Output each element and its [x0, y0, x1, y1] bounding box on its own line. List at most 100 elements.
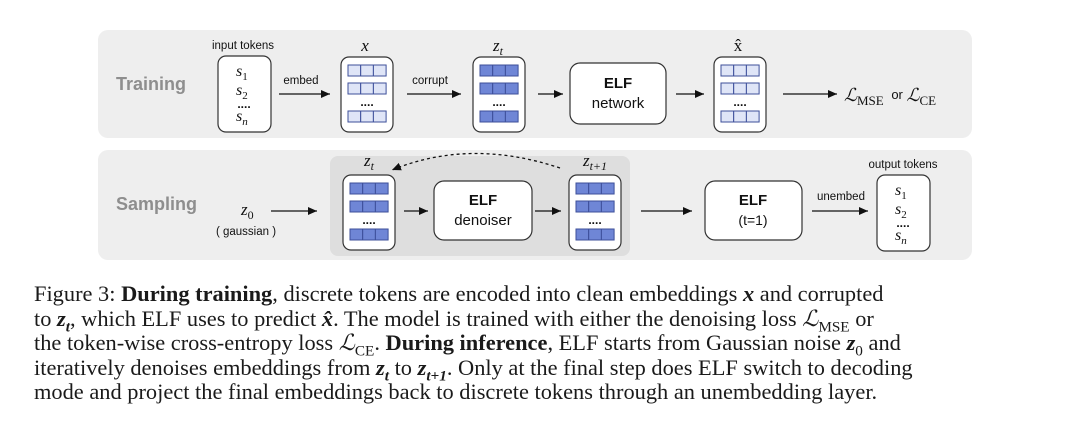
elf-network-title: ELF [604, 75, 632, 92]
loop-back-arrow [391, 152, 561, 171]
embedding-cell [349, 200, 364, 213]
embedding-cell [575, 200, 590, 213]
caption-line-1: Figure 3: During training, discrete toke… [34, 281, 1054, 307]
caption-var-x: x [742, 281, 755, 306]
embedding-cell [745, 82, 760, 95]
embedding-cell [745, 64, 760, 77]
input-token-ellipsis: .... [237, 97, 250, 111]
embedding-ellipsis: .... [362, 213, 375, 227]
caption-text: or [855, 305, 874, 331]
embedding-cell [600, 228, 615, 241]
caption-figure-label: Figure 3: [34, 281, 116, 306]
embedding-cell [492, 110, 506, 123]
caption-sub: t [384, 367, 389, 385]
embedding-cell [600, 182, 615, 195]
z0-note: ( gaussian ) [216, 226, 276, 238]
unembed-label: unembed [817, 191, 865, 203]
embedding-cell [733, 110, 747, 123]
caption-var-xhat: x̂ [321, 305, 334, 331]
x-label: x [360, 36, 369, 55]
embedding-cell [720, 64, 735, 77]
sampling-zt-stack: .... [342, 174, 396, 251]
caption-text: . Only at the final step does ELF switch… [446, 354, 913, 380]
embedding-cell [362, 228, 376, 241]
caption-inference-heading: During inference [385, 330, 548, 356]
embedding-cell [600, 200, 615, 213]
sampling-row-label: Sampling [116, 194, 197, 214]
elf-denoiser-title: ELF [469, 192, 497, 209]
embedding-cell [349, 228, 364, 241]
embedding-cell [504, 110, 519, 123]
embedding-cell [588, 182, 602, 195]
embedding-cell [733, 64, 747, 77]
caption-var-zt: z [417, 354, 427, 380]
embedding-cell [733, 82, 747, 95]
embedding-cell [347, 82, 362, 95]
embedding-cell [349, 182, 364, 195]
caption-var-z0: z [846, 330, 856, 356]
embedding-cell [479, 64, 494, 77]
caption-var-zt: z [376, 354, 385, 380]
caption-text: and [868, 330, 901, 356]
caption-sub: t+1 [426, 367, 447, 385]
caption-var-zt: z [57, 305, 66, 331]
loss-label: ℒMSE or ℒCE [844, 85, 936, 108]
caption-text: . The model is trained with either the d… [333, 305, 797, 331]
output-tokens-box [876, 174, 931, 252]
embedding-cell [347, 110, 362, 123]
caption-text: , which ELF uses to predict [69, 305, 317, 331]
x-embedding-stack: .... [340, 56, 394, 133]
embedding-ellipsis: .... [588, 213, 601, 227]
caption-line-5: mode and project the final embeddings ba… [34, 380, 1054, 405]
zt1-stack: .... [568, 174, 622, 251]
figure-caption: Figure 3: During training, discrete toke… [34, 281, 1054, 405]
embedding-cell [492, 64, 506, 77]
caption-text: to [394, 354, 412, 380]
caption-training-heading: During training [121, 281, 273, 306]
sampling-zt-label: zt [363, 151, 375, 173]
embedding-cell [374, 182, 389, 195]
caption-line-2: to zt, which ELF uses to predict x̂. The… [34, 305, 1054, 336]
caption-loss-symbol: ℒ [802, 305, 819, 332]
output-token-s1: s1 [895, 182, 907, 202]
embedding-cell [720, 82, 735, 95]
caption-text: and corrupted [759, 281, 884, 306]
zt-embedding-stack: .... [472, 56, 526, 133]
input-tokens-label: input tokens [212, 40, 274, 52]
embedding-cell [360, 82, 374, 95]
embedding-ellipsis: .... [360, 95, 373, 109]
output-token-ellipsis: .... [896, 216, 909, 230]
embedding-cell [362, 200, 376, 213]
elf-network-box [569, 62, 667, 125]
embedding-cell [347, 64, 362, 77]
input-token-s1: s1 [236, 63, 248, 83]
elf-network-subtitle: network [592, 95, 645, 112]
training-row-label: Training [116, 74, 186, 94]
embedding-cell [479, 82, 494, 95]
embedding-cell [588, 200, 602, 213]
xhat-embedding-stack: .... [713, 56, 767, 133]
embedding-cell [360, 64, 374, 77]
input-token-s2: s2 [236, 82, 248, 102]
embedding-cell [588, 228, 602, 241]
input-tokens-box [217, 55, 272, 133]
caption-sub: t [65, 318, 70, 336]
caption-sub: MSE [818, 318, 850, 336]
embedding-ellipsis: .... [492, 95, 505, 109]
caption-text: mode and project the final embeddings ba… [34, 379, 878, 405]
embedding-cell [479, 110, 494, 123]
embedding-ellipsis: .... [733, 95, 746, 109]
xhat-label: x̂ [734, 36, 743, 55]
embedding-cell [720, 110, 735, 123]
output-token-s2: s2 [895, 201, 907, 221]
elf-denoiser-subtitle: denoiser [454, 212, 512, 229]
caption-line-4: iteratively denoises embeddings from zt … [34, 354, 1054, 385]
caption-text: the token-wise cross-entropy loss [34, 330, 334, 356]
embedding-cell [372, 110, 387, 123]
caption-text: , discrete tokens are encoded into clean… [272, 281, 738, 306]
embedding-cell [492, 82, 506, 95]
embedding-cell [504, 82, 519, 95]
embedding-cell [360, 110, 374, 123]
embed-label: embed [283, 75, 318, 87]
